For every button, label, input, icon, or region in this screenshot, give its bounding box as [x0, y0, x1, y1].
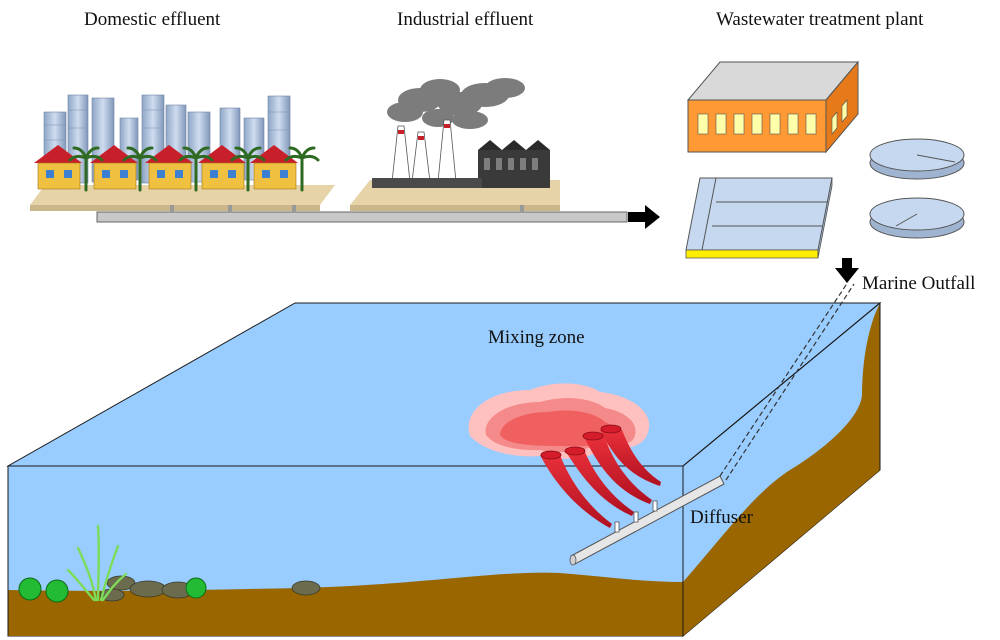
- effluent-pipe: [96, 205, 628, 223]
- mixing-zone-label: Mixing zone: [488, 327, 585, 348]
- treatment-plant-label: Wastewater treatment plant: [716, 9, 924, 30]
- industrial-area-illustration: [350, 78, 560, 211]
- treatment-plant-illustration: [685, 60, 965, 259]
- marine-outfall-label: Marine Outfall: [862, 273, 976, 294]
- flow-arrow-down: [835, 258, 859, 283]
- seabed-features: [18, 524, 321, 603]
- effluent-plume: [468, 383, 661, 528]
- ocean-cross-section: [6, 301, 882, 638]
- industrial-effluent-label: Industrial effluent: [397, 9, 534, 30]
- flow-arrow-right: [628, 205, 660, 229]
- domestic-area-illustration: [30, 94, 335, 211]
- diffuser-label: Diffuser: [690, 507, 753, 528]
- outfall-pipe: [719, 281, 855, 481]
- domestic-effluent-label: Domestic effluent: [84, 9, 221, 30]
- diffuser-pipe: [569, 475, 725, 566]
